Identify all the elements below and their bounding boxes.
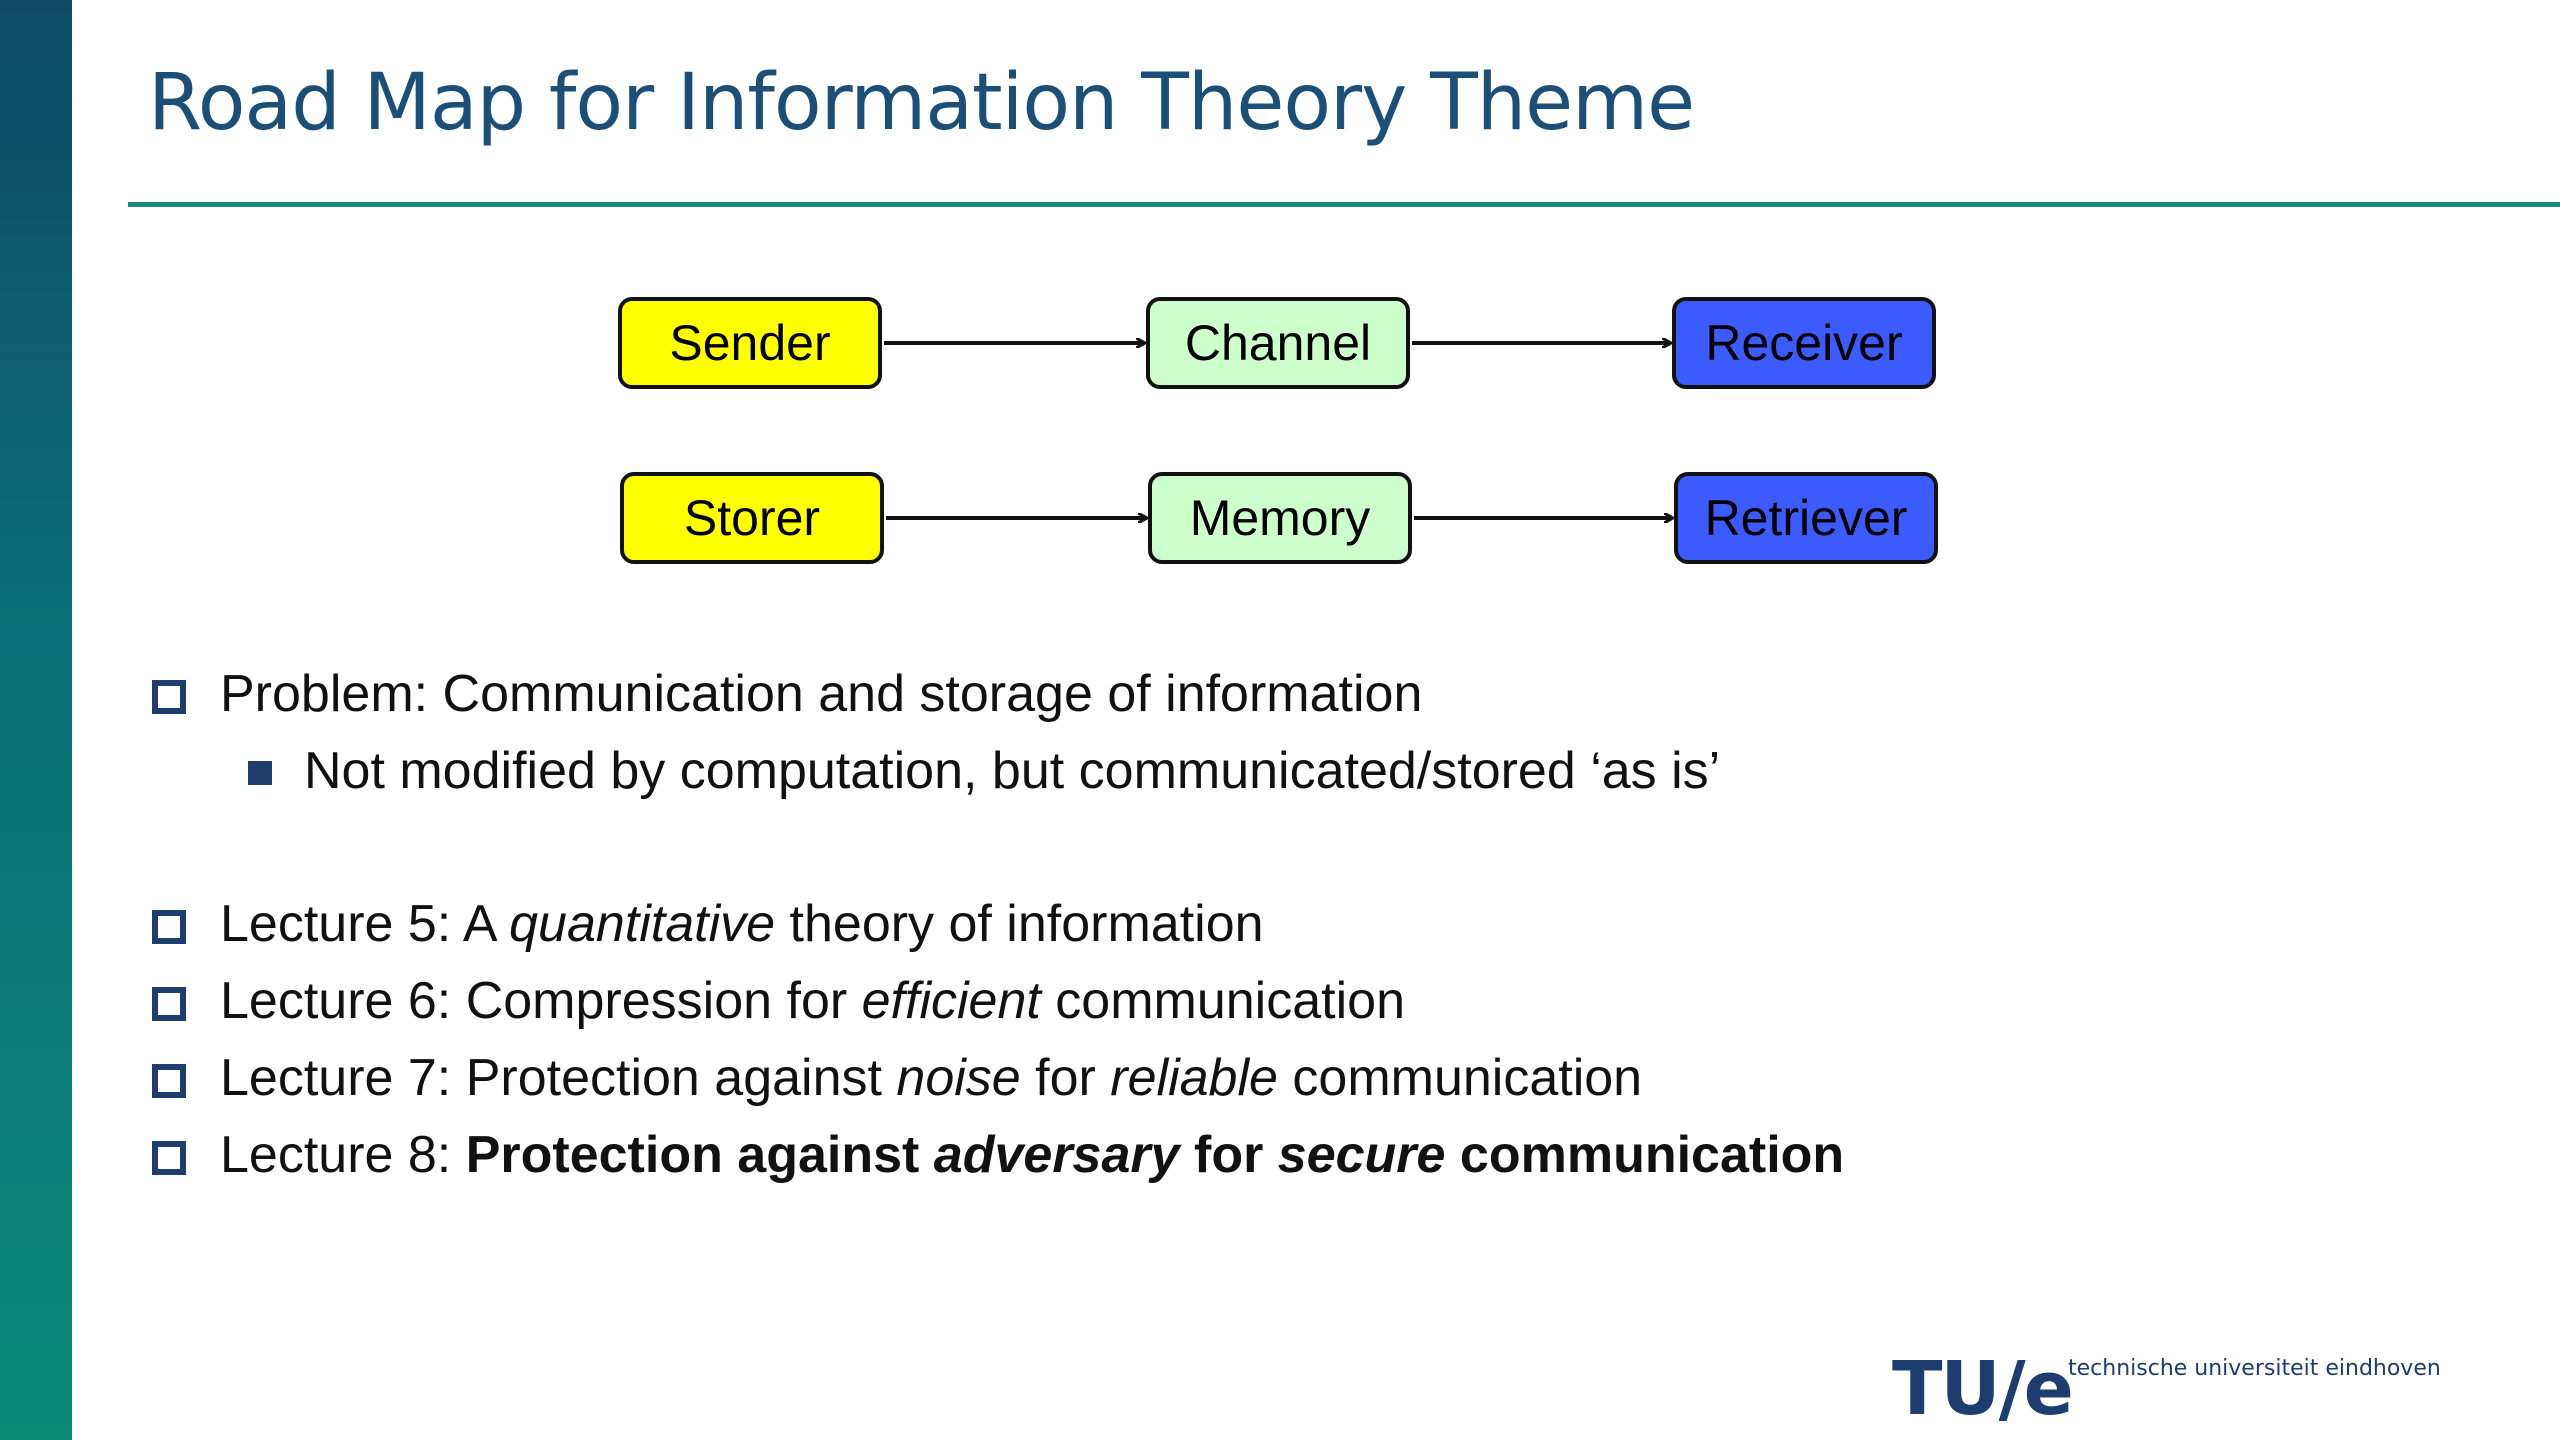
logo-text: technische universiteit eindhoven [2068,1356,2441,1381]
tue-logo: TU/e [1892,1346,2074,1432]
memory-box: Memory [1148,472,1412,564]
lecture-8-bold-a: Protection against [465,1126,934,1184]
sub-bullet-text: Not modified by computation, but communi… [304,742,1721,800]
lecture-8-emphasis-adversary: adversary [933,1126,1180,1184]
storer-box: Storer [620,472,884,564]
lecture-8-text: Lecture 8: [220,1126,466,1184]
lecture-7-emphasis-noise: noise [896,1049,1021,1107]
lecture-6-text-end: communication [1040,972,1405,1030]
lecture-6-text: Lecture 6: Compression for [220,972,862,1030]
problem-text: Problem: Communication and storage of in… [220,665,1423,723]
lecture-8-bold-b: for [1179,1126,1278,1184]
open-square-bullet-icon [152,1141,186,1175]
open-square-bullet-icon [152,680,186,714]
lecture-7-text-end: communication [1277,1049,1643,1107]
lecture-7-text: Lecture 7: Protection against [220,1049,897,1107]
list-item: Lecture 7: Protection against noise for … [148,1040,1844,1117]
problem-list: Problem: Communication and storage of in… [148,656,1422,733]
lecture-7-text-mid: for [1020,1049,1111,1107]
list-item: Problem: Communication and storage of in… [148,656,1422,733]
lecture-list: Lecture 5: A quantitative theory of info… [148,886,1844,1194]
lecture-5-text-end: theory of information [775,895,1264,953]
lecture-5-emphasis: quantitative [509,895,776,953]
sub-bullet: Not modified by computation, but communi… [248,733,1720,810]
list-item: Lecture 8: Protection against adversary … [148,1117,1844,1194]
filled-square-bullet-icon [248,761,272,785]
logo-mark: TU/e [1892,1346,2074,1432]
left-accent-bar [0,0,72,1440]
list-item: Lecture 6: Compression for efficient com… [148,963,1844,1040]
lecture-6-emphasis: efficient [861,972,1041,1030]
open-square-bullet-icon [152,987,186,1021]
sender-box: Sender [618,297,882,389]
open-square-bullet-icon [152,1064,186,1098]
receiver-box: Receiver [1672,297,1936,389]
flow-diagram [884,0,2560,640]
lecture-5-text: Lecture 5: A [220,895,510,953]
channel-box: Channel [1146,297,1410,389]
open-square-bullet-icon [152,910,186,944]
lecture-8-emphasis-secure: secure [1277,1126,1446,1184]
slide-title: Road Map for Information Theory Theme [148,58,1695,148]
list-item: Lecture 5: A quantitative theory of info… [148,886,1844,963]
retriever-box: Retriever [1674,472,1938,564]
title-divider [128,202,2560,207]
lecture-8-bold-c: communication [1445,1126,1845,1184]
lecture-7-emphasis-reliable: reliable [1110,1049,1278,1107]
lecture-8-bold: Protection against adversary for secure … [466,1126,1844,1184]
